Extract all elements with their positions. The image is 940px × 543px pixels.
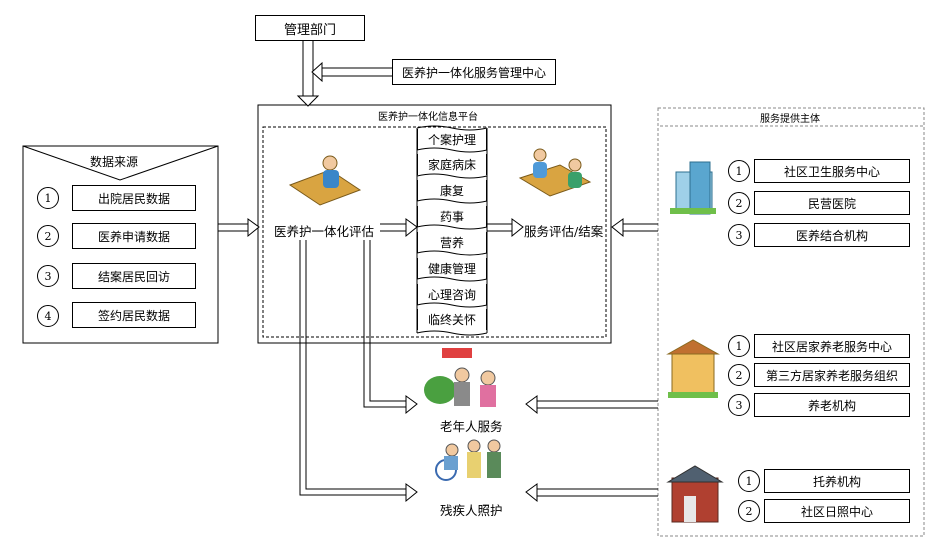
source-item: 医养申请数据 <box>72 223 196 249</box>
provider-item: 医养结合机构 <box>754 223 910 247</box>
provider-number: 3 <box>728 224 750 246</box>
providers-title: 服务提供主体 <box>760 114 820 125</box>
source-item: 出院居民数据 <box>72 185 196 211</box>
care-house-icon <box>666 465 724 523</box>
provider-item: 托养机构 <box>764 469 910 493</box>
elderly-service-label: 老年人服务 <box>440 419 503 434</box>
provider-number: 1 <box>728 335 750 357</box>
source-number: 2 <box>37 225 59 247</box>
provider-number: 3 <box>728 394 750 416</box>
management-center: 医养护一体化服务管理中心 <box>392 59 556 85</box>
result-illustration <box>518 148 592 197</box>
source-number: 3 <box>37 265 59 287</box>
provider-item: 第三方居家养老服务组织 <box>754 363 910 387</box>
disabled-people-illustration <box>435 439 501 481</box>
platform-title: 医养护一体化信息平台 <box>378 112 478 123</box>
provider-number: 2 <box>738 500 760 522</box>
platform-inner-frame <box>262 126 607 338</box>
management-department: 管理部门 <box>255 15 365 41</box>
provider-number: 1 <box>738 470 760 492</box>
source-number: 1 <box>37 187 59 209</box>
hospital-building-icon <box>670 161 716 215</box>
service-item: 个案护理 <box>417 129 487 150</box>
sources-title: 数据来源 <box>90 155 139 169</box>
source-item: 结案居民回访 <box>72 263 196 289</box>
provider-item: 民营医院 <box>754 191 910 215</box>
elderly-people-illustration <box>424 348 496 407</box>
assessment-illustration <box>288 155 362 206</box>
provider-number: 1 <box>728 160 750 182</box>
provider-item: 社区日照中心 <box>764 499 910 523</box>
disabled-care-label: 残疾人照护 <box>440 503 503 518</box>
provider-number: 2 <box>728 192 750 214</box>
service-item: 临终关怀 <box>417 309 487 330</box>
provider-item: 养老机构 <box>754 393 910 417</box>
source-number: 4 <box>37 305 59 327</box>
assessment-label: 医养护一体化评估 <box>274 224 375 239</box>
service-item: 家庭病床 <box>417 154 487 175</box>
elderly-home-building-icon <box>666 339 720 398</box>
platform-frame <box>257 104 612 344</box>
service-item: 营养 <box>417 232 487 253</box>
service-item: 药事 <box>417 206 487 227</box>
service-item: 健康管理 <box>417 258 487 279</box>
provider-item: 社区居家养老服务中心 <box>754 334 910 358</box>
source-item: 签约居民数据 <box>72 302 196 328</box>
result-label: 服务评估/结案 <box>524 224 604 239</box>
provider-item: 社区卫生服务中心 <box>754 159 910 183</box>
service-item: 康复 <box>417 180 487 201</box>
provider-number: 2 <box>728 364 750 386</box>
service-item: 心理咨询 <box>417 284 487 305</box>
